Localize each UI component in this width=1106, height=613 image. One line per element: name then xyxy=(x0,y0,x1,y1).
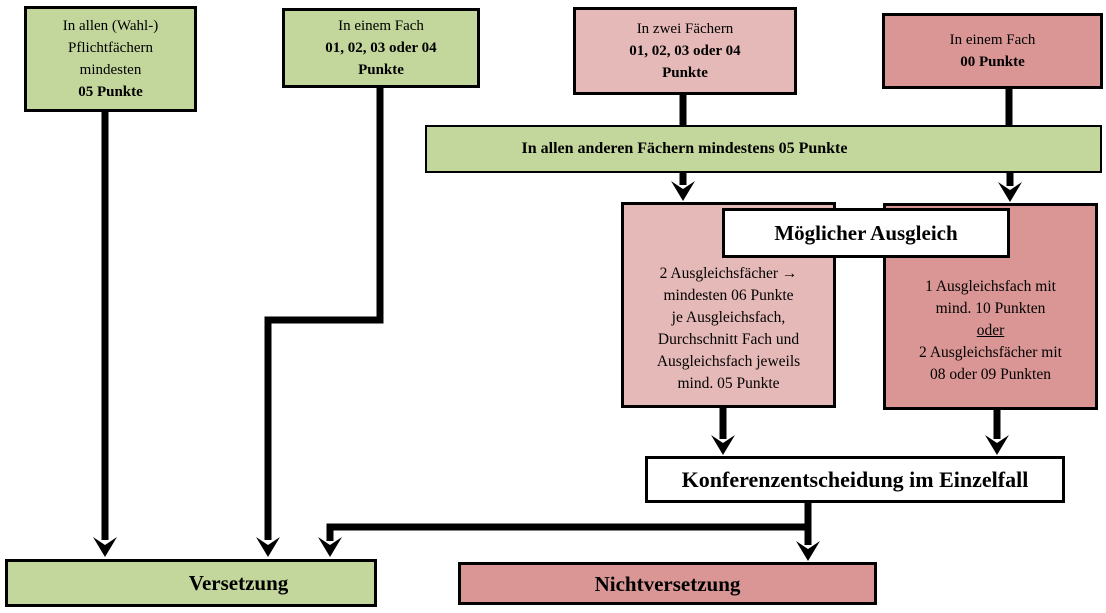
text-line: In einem Fach xyxy=(949,32,1036,48)
text-line: 01, 02, 03 oder 04 xyxy=(325,40,437,56)
text-line: Pflichtfächern xyxy=(68,40,153,56)
text-line: Ausgleichsfach jeweils xyxy=(656,353,801,370)
box-moeglicher-ausgleich: Möglicher Ausgleich xyxy=(722,208,1010,258)
box-ein-fach-00: In einem Fach 00 Punkte xyxy=(882,13,1103,89)
text-line: mindesten 06 Punkte xyxy=(663,287,794,304)
text-line: je Ausgleichsfach, xyxy=(671,309,786,326)
text-line: 00 Punkte xyxy=(960,54,1025,70)
text-line: Durchschnitt Fach und xyxy=(657,331,800,348)
text-line: mind. 05 Punkte xyxy=(677,375,780,392)
text-line: Nichtversetzung xyxy=(594,571,741,596)
box-wahlpflichtfaecher: In allen (Wahl-) Pflichtfächern mindeste… xyxy=(24,6,197,112)
box-ein-fach-01-04: In einem Fach 01, 02, 03 oder 04 Punkte xyxy=(282,8,480,88)
text-line: In zwei Fächern xyxy=(636,21,734,37)
text-line: 2 Ausgleichsfächer → xyxy=(659,265,798,282)
box-konferenzentscheidung: Konferenzentscheidung im Einzelfall xyxy=(645,456,1065,503)
box-versetzung: Versetzung xyxy=(5,559,377,607)
text-line: 05 Punkte xyxy=(78,84,143,100)
text-line: 2 Ausgleichsfächer mit xyxy=(919,343,1062,361)
text-line: mindesten xyxy=(79,62,142,78)
text-line: In allen anderen Fächern mindestens 05 P… xyxy=(521,140,848,157)
text-line: mind. 10 Punkten xyxy=(935,299,1046,317)
text-line: In einem Fach xyxy=(338,18,424,34)
text-line: 08 oder 09 Punkten xyxy=(930,365,1051,383)
text-line: Punkte xyxy=(662,65,708,81)
text-line: In allen (Wahl-) xyxy=(62,18,159,34)
text-line: 1 Ausgleichsfach mit xyxy=(925,277,1056,295)
text-line: Punkte xyxy=(358,62,404,78)
text-line: oder xyxy=(976,321,1005,339)
box-zwei-faecher-01-04: In zwei Fächern 01, 02, 03 oder 04 Punkt… xyxy=(573,7,797,95)
text-line: Versetzung xyxy=(188,571,289,595)
text-line: 01, 02, 03 oder 04 xyxy=(629,43,741,59)
bar-andere-faecher: In allen anderen Fächern mindestens 05 P… xyxy=(425,125,1102,173)
text-line: Möglicher Ausgleich xyxy=(774,221,958,245)
box-nichtversetzung: Nichtversetzung xyxy=(458,562,877,605)
text-line: Konferenzentscheidung im Einzelfall xyxy=(681,466,1029,492)
